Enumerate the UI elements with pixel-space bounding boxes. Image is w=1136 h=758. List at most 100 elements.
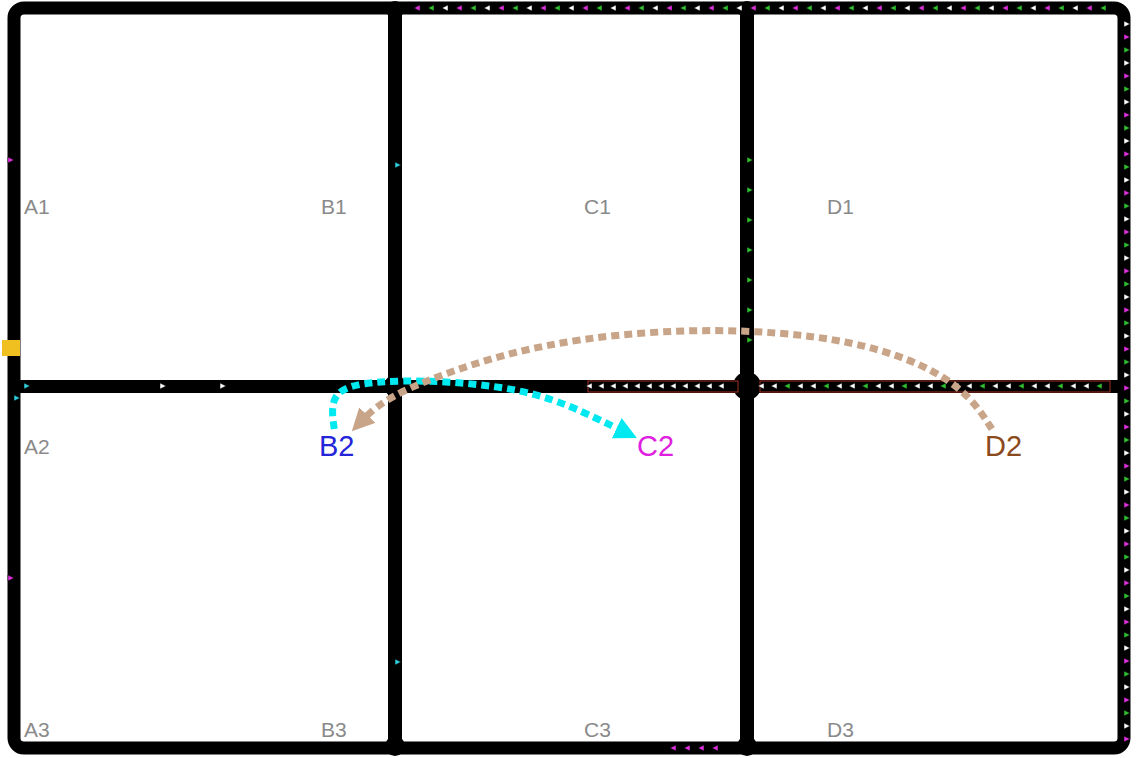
unit-icon bbox=[1083, 383, 1089, 389]
unit-icon bbox=[974, 5, 980, 11]
unit-icon bbox=[1124, 21, 1130, 27]
unit-icon bbox=[1124, 86, 1130, 92]
unit-icon bbox=[712, 745, 718, 751]
unit-icon bbox=[836, 383, 842, 389]
sector-label: A1 bbox=[21, 193, 53, 220]
unit-icon bbox=[708, 5, 714, 11]
unit-icon bbox=[1124, 294, 1130, 300]
unit-icon bbox=[1086, 5, 1092, 11]
unit-icon bbox=[1124, 34, 1130, 40]
unit-icon bbox=[1044, 5, 1050, 11]
unit-icon bbox=[758, 383, 764, 389]
unit-icon bbox=[940, 383, 946, 389]
unit-icon bbox=[988, 5, 994, 11]
unit-icon bbox=[1124, 697, 1130, 703]
unit-icon bbox=[1124, 73, 1130, 79]
unit-icon bbox=[1124, 632, 1130, 638]
unit-icon bbox=[1124, 489, 1130, 495]
unit-icon bbox=[888, 383, 894, 389]
unit-icon bbox=[1124, 723, 1130, 729]
sector-label: D1 bbox=[824, 193, 857, 220]
unit-icon bbox=[610, 383, 616, 389]
unit-icon bbox=[1124, 710, 1130, 716]
unit-icon bbox=[1124, 437, 1130, 443]
unit-icon bbox=[960, 5, 966, 11]
unit-icon bbox=[1124, 398, 1130, 404]
unit-icon bbox=[1044, 383, 1050, 389]
unit-icon bbox=[1124, 684, 1130, 690]
unit-icon bbox=[1070, 383, 1076, 389]
road-segment bbox=[588, 381, 738, 392]
unit-icon bbox=[428, 5, 434, 11]
unit-icon bbox=[1124, 411, 1130, 417]
unit-icon bbox=[918, 5, 924, 11]
unit-icon bbox=[1072, 5, 1078, 11]
unit-icon bbox=[1124, 242, 1130, 248]
unit-icon bbox=[736, 5, 742, 11]
unit-icon bbox=[1124, 125, 1130, 131]
unit-icon bbox=[624, 5, 630, 11]
unit-icon bbox=[1124, 359, 1130, 365]
unit-icon bbox=[1018, 383, 1024, 389]
unit-icon bbox=[160, 383, 166, 389]
unit-icon bbox=[1124, 268, 1130, 274]
unit-icon bbox=[596, 5, 602, 11]
unit-icon bbox=[442, 5, 448, 11]
sector-label: A3 bbox=[21, 716, 53, 743]
sector-name: D3 bbox=[827, 718, 854, 741]
unit-icon bbox=[1124, 502, 1130, 508]
move-arrow bbox=[360, 331, 992, 429]
unit-icon bbox=[706, 383, 712, 389]
sector-label: D3 bbox=[824, 716, 857, 743]
unit-icon bbox=[658, 383, 664, 389]
unit-icon bbox=[586, 383, 592, 389]
unit-icon bbox=[849, 383, 855, 389]
unit-icon bbox=[1100, 5, 1106, 11]
unit-icon bbox=[834, 5, 840, 11]
junction bbox=[733, 372, 761, 400]
unit-icon bbox=[764, 5, 770, 11]
unit-icon bbox=[784, 383, 790, 389]
unit-icon bbox=[875, 383, 881, 389]
sector-name: C1 bbox=[584, 195, 611, 218]
unit-icon bbox=[953, 383, 959, 389]
road bbox=[8, 380, 1130, 393]
unit-icon bbox=[1124, 580, 1130, 586]
unit-icon bbox=[806, 5, 812, 11]
unit-icon bbox=[1124, 346, 1130, 352]
unit-icon bbox=[747, 157, 753, 163]
unit-icon bbox=[694, 383, 700, 389]
unit-icon bbox=[1124, 554, 1130, 560]
unit-icon bbox=[1124, 606, 1130, 612]
unit-icon bbox=[1124, 528, 1130, 534]
unit-icon bbox=[747, 217, 753, 223]
unit-icon bbox=[823, 383, 829, 389]
unit-icon bbox=[1124, 736, 1130, 742]
unit-icon bbox=[694, 5, 700, 11]
unit-icon bbox=[414, 5, 420, 11]
unit-icon bbox=[1124, 593, 1130, 599]
junction bbox=[386, 1, 404, 19]
sector-name: A3 bbox=[24, 718, 50, 741]
unit-icon bbox=[512, 5, 518, 11]
unit-icon bbox=[747, 187, 753, 193]
unit-icon bbox=[1124, 138, 1130, 144]
unit-icon bbox=[484, 5, 490, 11]
unit-icon bbox=[1124, 567, 1130, 573]
sector-name: C2 bbox=[637, 431, 674, 463]
unit-icon bbox=[1124, 177, 1130, 183]
sector-label: D2 bbox=[982, 429, 1025, 465]
unit-icon bbox=[670, 745, 676, 751]
unit-icon bbox=[1124, 320, 1130, 326]
unit-icon bbox=[1124, 645, 1130, 651]
unit-icon bbox=[395, 659, 401, 665]
unit-icon bbox=[1124, 424, 1130, 430]
unit-icon bbox=[1124, 164, 1130, 170]
unit-icon bbox=[1124, 190, 1130, 196]
sector-name: A2 bbox=[24, 435, 50, 458]
unit-icon bbox=[862, 383, 868, 389]
unit-icon bbox=[456, 5, 462, 11]
unit-icon bbox=[395, 162, 401, 168]
unit-icon bbox=[747, 307, 753, 313]
